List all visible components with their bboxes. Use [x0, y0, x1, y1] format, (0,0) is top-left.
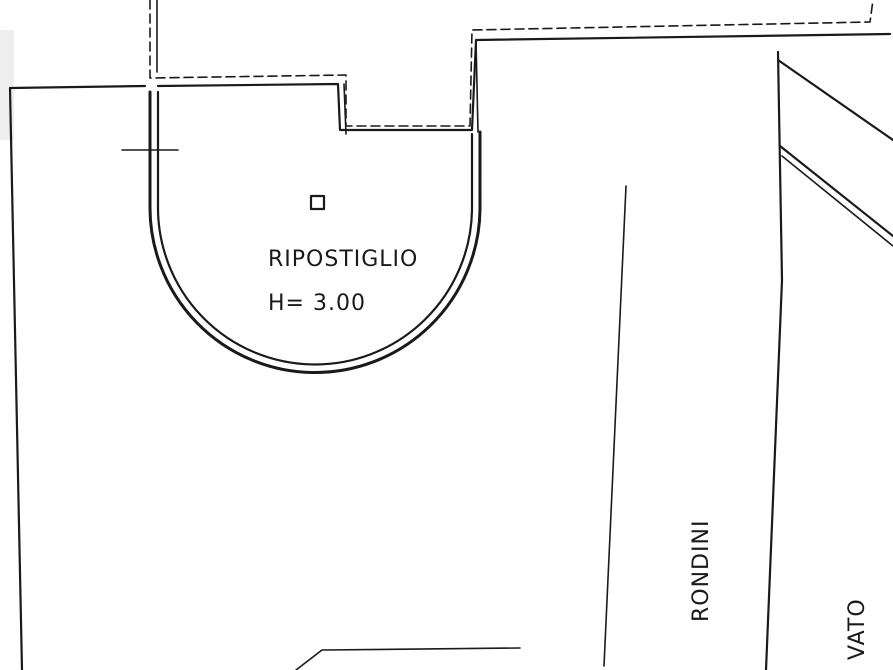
street-label-rondini: RONDINI: [689, 520, 714, 622]
room-name-label: RIPOSTIGLIO: [268, 247, 418, 272]
street-edge-left: [764, 50, 784, 670]
bottom-outline: [295, 647, 521, 670]
corridor-line: [603, 185, 627, 667]
building-outline-top-inner: [343, 39, 479, 135]
street-diagonal-lower-a: [778, 144, 893, 238]
street-label-vato: VATO: [845, 598, 870, 660]
building-outline-top: [156, 32, 892, 132]
street-diagonal-upper: [776, 58, 893, 142]
building-outline-left: [8, 84, 147, 670]
door-mark: [121, 139, 179, 161]
storage-room-wall-outer: [148, 90, 482, 374]
storage-room-wall-inner: [156, 90, 474, 366]
room-height-label: H= 3.00: [268, 291, 366, 316]
square-marker-icon: [309, 194, 326, 211]
dashed-boundary: [149, 0, 874, 127]
street-diagonal-lower-b: [781, 155, 893, 247]
scan-shadow: [0, 30, 14, 140]
